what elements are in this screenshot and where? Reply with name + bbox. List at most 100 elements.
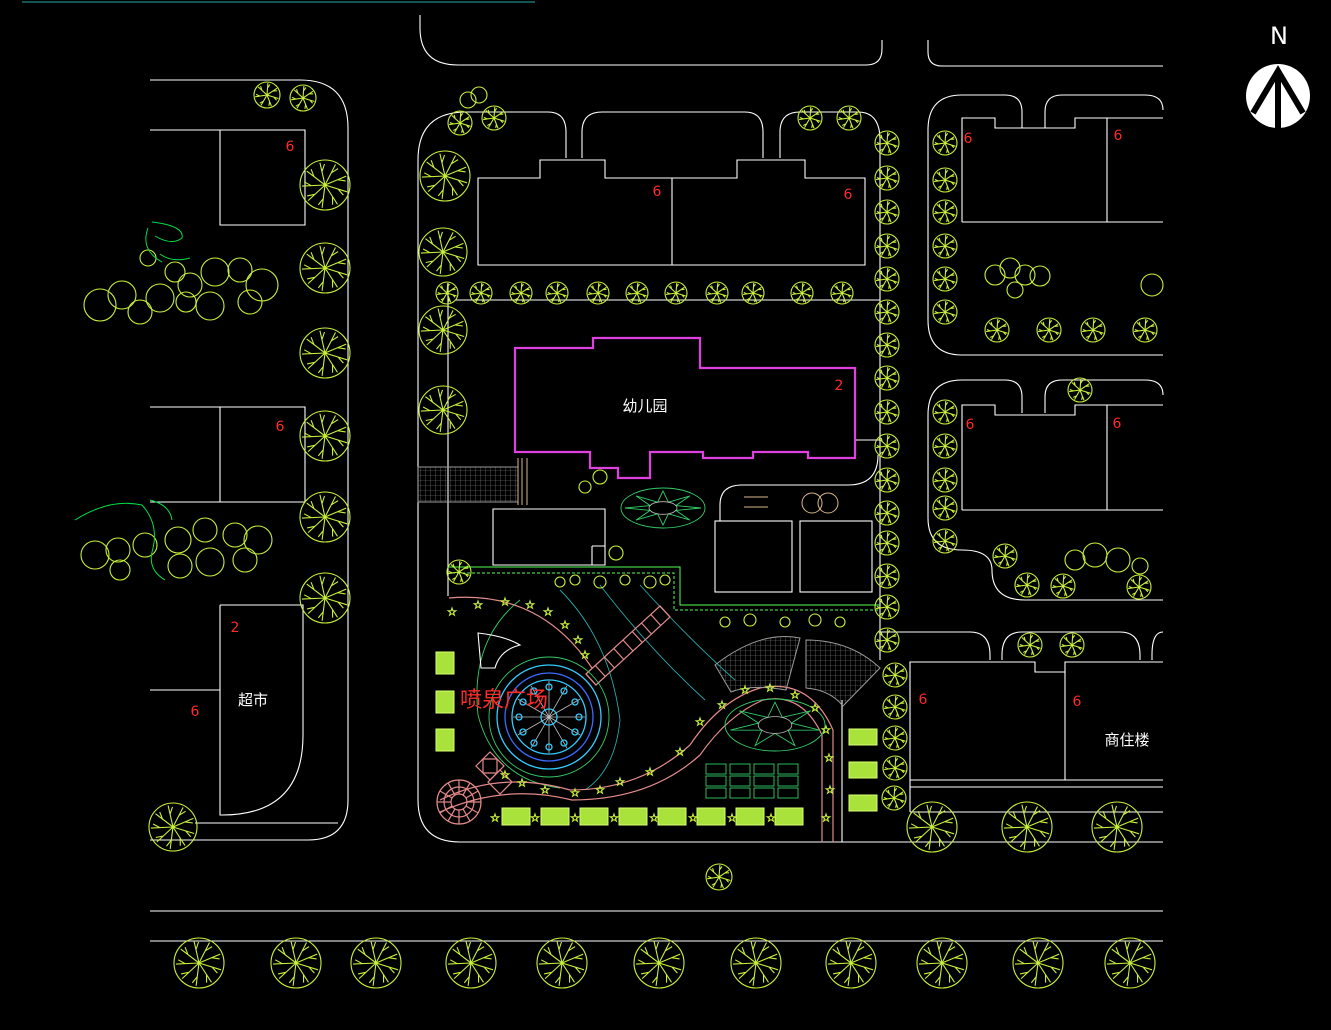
fountain-jet (545, 683, 553, 691)
hatched-fan-right (805, 639, 881, 707)
tree-canopy-outline (446, 559, 472, 585)
tree-canopy-outline (173, 937, 225, 989)
tree-canopy-outline (299, 327, 351, 379)
paving-arc-north (448, 596, 593, 669)
fountain-jet (545, 743, 553, 751)
tree-layer (148, 81, 1158, 989)
pergola-bar (622, 639, 634, 652)
hedge-line-outer (448, 566, 880, 606)
shrub-icon (164, 261, 186, 283)
shrub-icon (200, 257, 230, 287)
floor-count-label: 2 (231, 620, 240, 636)
pergola-bar (659, 605, 671, 618)
tree-canopy-outline (984, 317, 1010, 343)
shrub-icon (243, 525, 273, 555)
fountain-basin-inner (504, 672, 594, 762)
shrub-icon (1131, 557, 1149, 575)
shrub-icon (779, 616, 791, 628)
tree-canopy-outline (270, 937, 322, 989)
star-plant-icon (820, 812, 832, 823)
fountain-jet (575, 713, 583, 721)
tree-canopy-outline (447, 110, 473, 136)
tree-icon (874, 433, 900, 459)
tree-canopy-outline (418, 305, 468, 355)
building-left-2 (150, 406, 306, 503)
north-arrow-head (1250, 65, 1306, 115)
annotation-layer: 6 6 6 6 6 6 2 6 6 2 6 6 6 幼儿园 超市 商住楼 喷泉广… (191, 128, 1150, 749)
tree-branch-lines (876, 200, 898, 223)
tree-icon (932, 433, 958, 459)
tree-branch-lines (1019, 633, 1041, 656)
left-block-boundary (150, 79, 349, 841)
tree-canopy-outline (418, 227, 468, 277)
plaza-arc-green (476, 599, 561, 789)
play-circle-right (817, 492, 839, 514)
tree-icon (1050, 573, 1076, 599)
tree-branch-lines (1003, 804, 1050, 850)
tree-canopy-outline (1067, 377, 1093, 403)
shrub-icon (107, 280, 137, 310)
tree-branch-lines (538, 940, 585, 986)
tree-branch-lines (420, 388, 465, 432)
tree-icon (932, 199, 958, 225)
fountain-plaza-layer (435, 566, 881, 842)
fountain-spoke (548, 716, 568, 749)
tree-icon (1126, 574, 1152, 600)
tree-icon (874, 165, 900, 191)
tree-icon (932, 495, 958, 521)
tree-branch-lines (934, 529, 956, 552)
tree-icon (253, 81, 281, 109)
planter-cell (705, 763, 727, 775)
tree-branch-lines (1069, 378, 1091, 401)
tree-branch-lines (876, 166, 898, 189)
floor-count-label: 2 (835, 378, 844, 394)
tree-branch-lines (876, 468, 898, 491)
fountain-pool (511, 679, 587, 755)
tree-branch-lines (449, 111, 471, 134)
tree-branch-lines (876, 531, 898, 554)
tree-branch-lines (876, 501, 898, 524)
tree-icon (509, 281, 533, 305)
tree-icon (874, 130, 900, 156)
tree-branch-lines (635, 940, 682, 986)
pergola-bar (594, 665, 606, 677)
tree-icon (419, 150, 471, 202)
star-plant-icon (516, 777, 528, 788)
tree-icon (1012, 937, 1064, 989)
star-plant-icon (594, 784, 606, 795)
tree-branch-lines (420, 230, 465, 274)
paving-s-curve-inner (439, 698, 823, 842)
tree-canopy-outline (299, 410, 351, 462)
star-plant-icon (539, 784, 551, 795)
tree-branch-lines (301, 330, 348, 376)
building-right-lower (961, 404, 1163, 511)
tree-icon (1080, 317, 1106, 343)
tree-canopy-outline (289, 84, 317, 112)
tree-branch-lines (301, 575, 348, 621)
shrub-icon (109, 559, 131, 581)
shrub-icon (470, 86, 488, 104)
tree-branch-lines (483, 106, 505, 129)
tree-icon (1132, 317, 1158, 343)
tree-icon (882, 755, 908, 781)
tree-canopy-outline (874, 199, 900, 225)
star-plant-icon (542, 606, 554, 617)
tree-icon (446, 559, 472, 585)
floor-count-label: 6 (1073, 694, 1082, 710)
planter-grid (705, 763, 799, 799)
tree-icon (882, 725, 908, 751)
shrub-icon (459, 91, 477, 109)
floor-count-label: 6 (919, 692, 928, 708)
right-lower-block-boundary-east (1044, 379, 1164, 413)
supermarket-label: 超市 (238, 691, 268, 709)
pavilion-spoke (462, 808, 471, 822)
shrub-icon (1014, 264, 1036, 286)
shrub-icon (808, 613, 822, 627)
tree-canopy-outline (932, 399, 958, 425)
fountain-jet (560, 687, 568, 695)
green-planter-box (848, 728, 878, 746)
tree-icon (418, 227, 468, 277)
tree-canopy-outline (705, 281, 729, 305)
tree-canopy-outline (874, 433, 900, 459)
